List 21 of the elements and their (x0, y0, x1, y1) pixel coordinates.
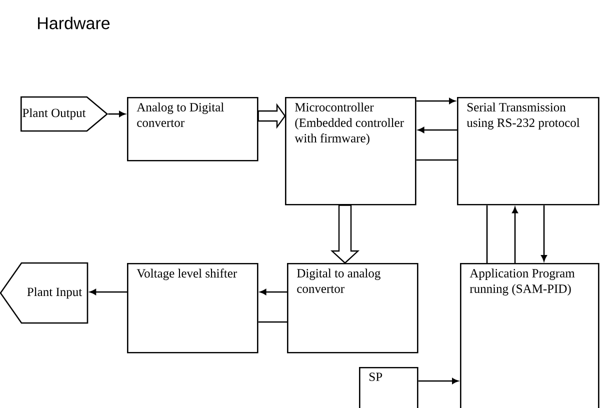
title: Hardware (38, 16, 110, 30)
connector-line (416, 159, 457, 161)
arrow (512, 206, 518, 263)
process-box: Analog to Digital convertor (127, 97, 258, 162)
process-box: Voltage level shifter (127, 263, 258, 354)
arrow (418, 127, 457, 133)
process-box: Application Program running (SAM-PID) (460, 263, 600, 408)
arrow (90, 289, 127, 295)
arrow (260, 289, 287, 295)
process-box: Microcontroller (Embedded controller with firmware) (285, 97, 416, 206)
arrow (108, 111, 126, 117)
arrow (541, 205, 547, 262)
block-arrow (258, 103, 286, 129)
connector-line (486, 205, 488, 263)
block-arrow (330, 204, 360, 264)
connector-line (258, 321, 287, 323)
arrow (416, 98, 456, 104)
process-box: Serial Transmission using RS-232 protocol (457, 97, 600, 206)
process-box: SP (359, 367, 418, 408)
process-box: Digital to analog convertor (287, 263, 418, 354)
arrow (418, 378, 458, 384)
